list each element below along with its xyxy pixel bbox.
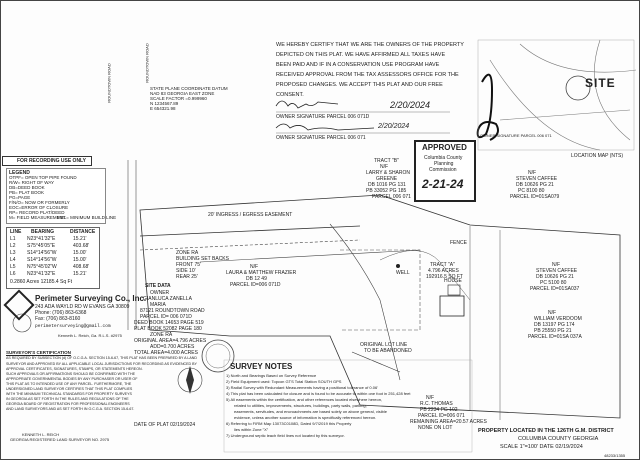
signature-2	[275, 123, 375, 131]
zone-label: ZONE RA	[176, 250, 199, 256]
table-cell: S75°45'05"E	[27, 243, 56, 249]
original-lot-label: TO BE ABANDONED	[364, 348, 412, 354]
table-cell: L2	[10, 243, 16, 249]
original-lot-label: ORIGINAL LOT LINE	[360, 342, 408, 348]
cert-date: 2/20/2024	[378, 123, 410, 130]
house-label: HOUSE	[444, 278, 462, 284]
handwritten-mark	[476, 73, 499, 141]
signature-1	[275, 100, 339, 109]
road-label: ROUNDTOWN ROAD	[106, 63, 112, 103]
sig-label: OWNER SIGNATURE PARCEL 006 071	[276, 135, 366, 141]
well-label: WELL	[396, 270, 410, 276]
table-cell: L1	[10, 236, 16, 242]
table-cell: N75°45'02"W	[27, 264, 57, 270]
area-summary: 0.2860 Acres 12185.4 Sq Ft	[10, 279, 72, 285]
location-map-label: LOCATION MAP (NTS)	[571, 153, 624, 159]
table-cell: S14°14'56"W	[27, 250, 57, 256]
site-label: SITE	[585, 76, 616, 90]
setback-label: SIDE 10'	[176, 268, 196, 274]
legend: LEGEND OTPF= OPEN TOP PIPE FOUND R/W= RI…	[6, 168, 116, 224]
setback-label: FRONT 75'	[176, 262, 202, 268]
table-cell: 408.68'	[73, 264, 90, 270]
cert-line: CONSENT.	[276, 92, 304, 98]
road-label: ROUNDTOWN ROAD	[144, 43, 150, 83]
table-cell: N23°41'32"E	[27, 236, 56, 242]
table-cell: L4	[10, 257, 16, 263]
approval-stamp: APPROVED Columbia County Planning Commis…	[414, 140, 476, 202]
cert-line: WE HEREBY CERTIFY THAT WE ARE THE OWNERS…	[276, 42, 464, 48]
table-cell: 15.21'	[73, 271, 87, 277]
table-cell: 403.68'	[73, 243, 90, 249]
surveyor-seal-icon	[201, 339, 235, 373]
table-cell: 15.00'	[73, 257, 87, 263]
north-arrow-icon	[177, 366, 203, 394]
table-header: DISTANCE	[70, 229, 96, 235]
line-table: LINE BEARING DISTANCE L1 N23°41'32"E 15.…	[6, 227, 100, 289]
table-header: BEARING	[31, 229, 55, 235]
plat-date: DATE OF PLAT 02/19/2024	[134, 422, 196, 428]
cert-line: DEPICTED ON THIS PLAT. WE HAVE AFFIRMED …	[276, 52, 446, 58]
table-cell: 15.00'	[73, 250, 87, 256]
cert-date: 2/20/2024	[390, 100, 431, 110]
drawing-number: 48233/1355	[604, 453, 626, 458]
table-cell: N23°41'32"E	[27, 271, 56, 277]
table-cell: S14°14'56"W	[27, 257, 57, 263]
table-cell: L6	[10, 271, 16, 277]
table-header: LINE	[10, 229, 22, 235]
easement-label: 20' INGRESS / EGRESS EASEMENT	[208, 212, 293, 218]
cert-line: PROPOSED CHANGES. WE ACCEPT THIS PLAT AN…	[276, 82, 443, 88]
table-cell: L5	[10, 264, 16, 270]
cert-line: BEEN PAID AND IF IN A CONSERVATION USE P…	[276, 62, 440, 68]
recording-box: FOR RECORDING USE ONLY	[2, 156, 92, 166]
table-cell: L3	[10, 250, 16, 256]
fence-label: FENCE	[450, 240, 467, 246]
table-cell: 15.21'	[73, 236, 87, 242]
setback-label: BUILDING SET BACKS	[176, 256, 229, 262]
sig-label-small: OWNER SIGNATURE PARCEL 006 071	[480, 133, 552, 138]
setback-label: REAR 25'	[176, 274, 198, 280]
sig-label: OWNER SIGNATURE PARCEL 006 071D	[276, 114, 370, 120]
cert-line: RECEIVED APPROVAL FROM THE TAX ASSESSORS…	[276, 72, 459, 78]
